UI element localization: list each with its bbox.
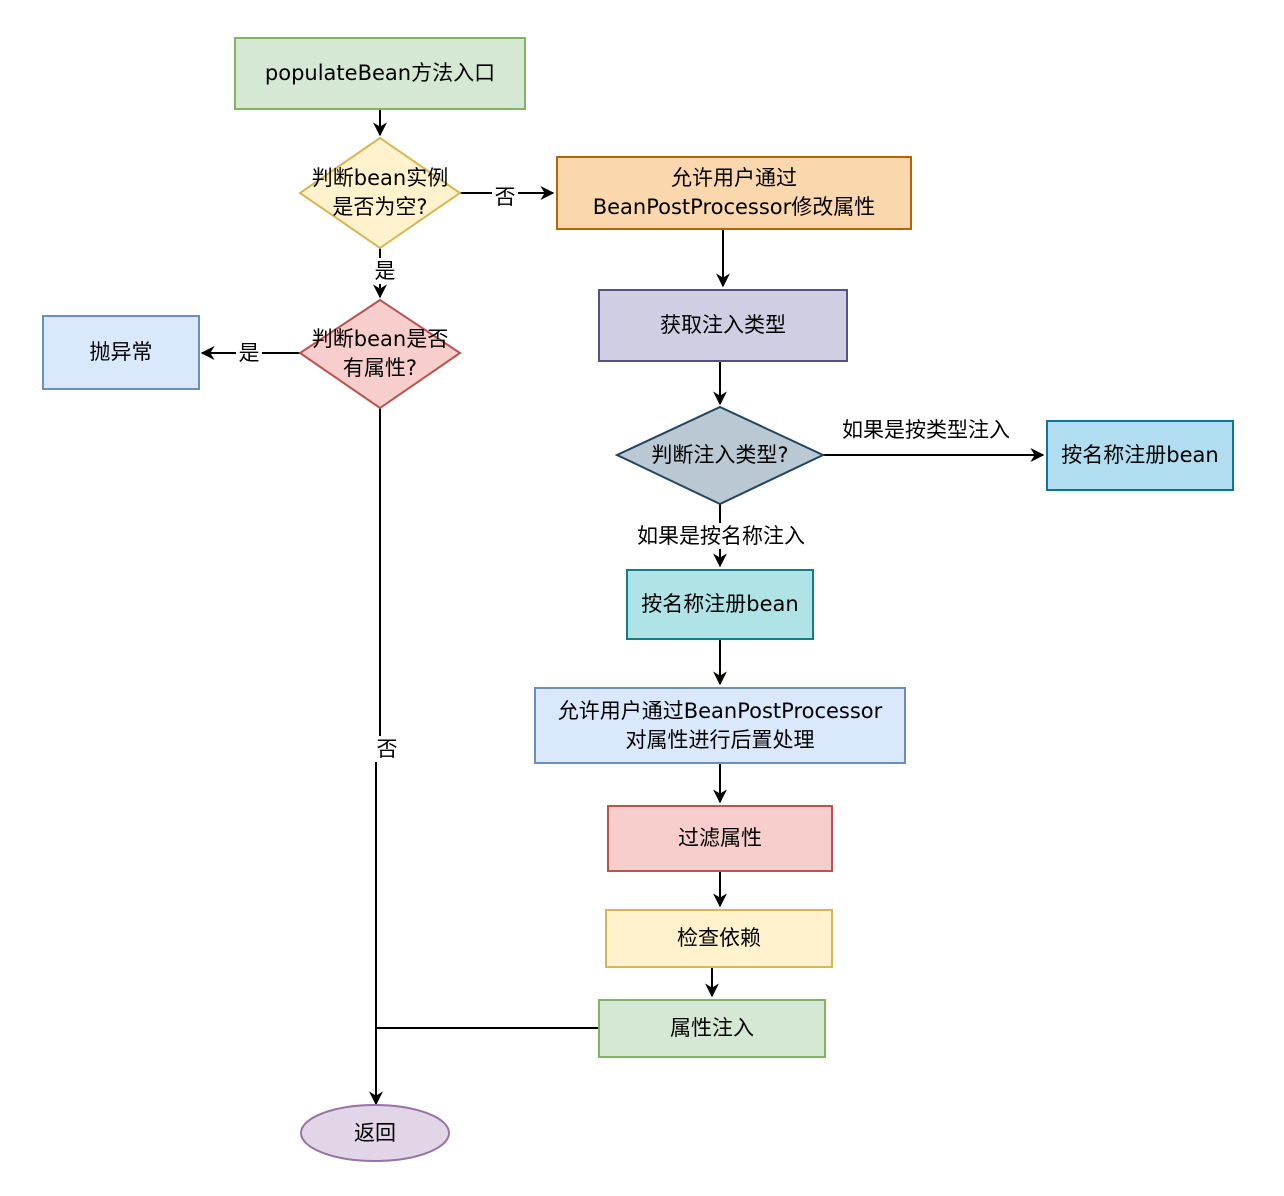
throw-exception-label: 抛异常	[89, 340, 153, 364]
allow-modify-line2: BeanPostProcessor修改属性	[592, 195, 876, 219]
check-props-label: 判断bean是否 有属性?	[290, 323, 470, 385]
inject-props-node: 属性注入	[598, 999, 826, 1058]
filter-props-node: 过滤属性	[607, 805, 833, 872]
edge-label-null-no: 否	[492, 184, 518, 210]
allow-modify-line1: 允许用户通过	[671, 166, 797, 190]
check-inject-type-text: 判断注入类型?	[651, 442, 789, 467]
check-null-label: 判断bean实例 是否为空?	[290, 162, 470, 224]
register-by-type-label: 按名称注册bean	[1061, 443, 1219, 467]
check-deps-label: 检查依赖	[677, 926, 761, 950]
register-by-name-label: 按名称注册bean	[641, 592, 799, 616]
check-props-line1: 判断bean是否	[311, 327, 449, 351]
filter-props-label: 过滤属性	[678, 826, 762, 850]
edge-label-by-name: 如果是按名称注入	[624, 523, 818, 549]
post-process-line2: 对属性进行后置处理	[625, 727, 815, 752]
get-inject-type-node: 获取注入类型	[598, 289, 848, 362]
check-null-diamond	[298, 136, 462, 250]
post-process-line1: 允许用户通过BeanPostProcessor	[557, 698, 883, 723]
allow-modify-node: 允许用户通过 BeanPostProcessor修改属性	[556, 156, 912, 230]
get-inject-type-label: 获取注入类型	[660, 313, 786, 337]
check-inject-type-diamond	[614, 405, 826, 506]
return-text: 返回	[354, 1120, 396, 1145]
start-node-label: populateBean方法入口	[264, 61, 496, 85]
check-props-diamond	[298, 298, 462, 410]
check-null-line2: 是否为空?	[332, 195, 428, 219]
register-by-name-node: 按名称注册bean	[626, 569, 814, 640]
check-props-line2: 有属性?	[342, 356, 418, 380]
edge-label-null-yes: 是	[372, 258, 398, 284]
edge-label-props-no: 否	[374, 736, 400, 762]
inject-props-label: 属性注入	[670, 1016, 754, 1040]
post-process-node: 允许用户通过BeanPostProcessor 对属性进行后置处理	[534, 687, 906, 764]
check-null-line1: 判断bean实例	[311, 166, 449, 190]
start-node: populateBean方法入口	[234, 37, 526, 110]
edge-label-props-yes: 是	[236, 340, 262, 366]
return-ellipse	[300, 1104, 450, 1162]
check-deps-node: 检查依赖	[605, 909, 833, 968]
edge-label-by-type: 如果是按类型注入	[830, 417, 1022, 443]
register-by-type-node: 按名称注册bean	[1046, 420, 1234, 491]
return-label: 返回	[301, 1118, 449, 1148]
throw-exception-node: 抛异常	[42, 315, 200, 390]
check-inject-type-label: 判断注入类型?	[617, 440, 823, 470]
